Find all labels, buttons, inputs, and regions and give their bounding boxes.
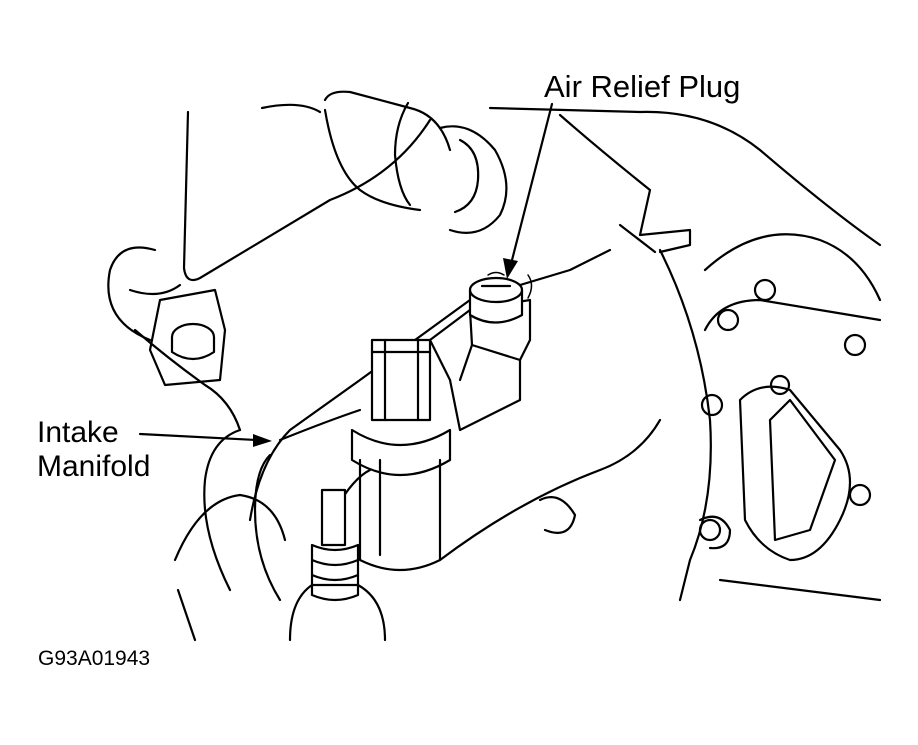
upper-hose — [260, 90, 508, 234]
left-bracket — [107, 110, 432, 432]
air-relief-plug-leader — [503, 102, 554, 279]
intake-manifold-label: Intake Manifold — [37, 416, 150, 483]
air-relief-plug — [468, 271, 533, 324]
sensor-square-top — [350, 338, 452, 572]
figure-code: G93A01943 — [38, 647, 151, 670]
bolt-left — [170, 322, 216, 361]
intake-manifold-label-line2: Manifold — [37, 449, 151, 483]
sensor-lower — [288, 488, 387, 642]
intake-manifold-leader — [138, 432, 272, 447]
intake-manifold-label-line1: Intake — [37, 416, 119, 449]
air-relief-plug-label: Air Relief Plug — [544, 69, 741, 104]
engine-body-right — [488, 106, 882, 602]
